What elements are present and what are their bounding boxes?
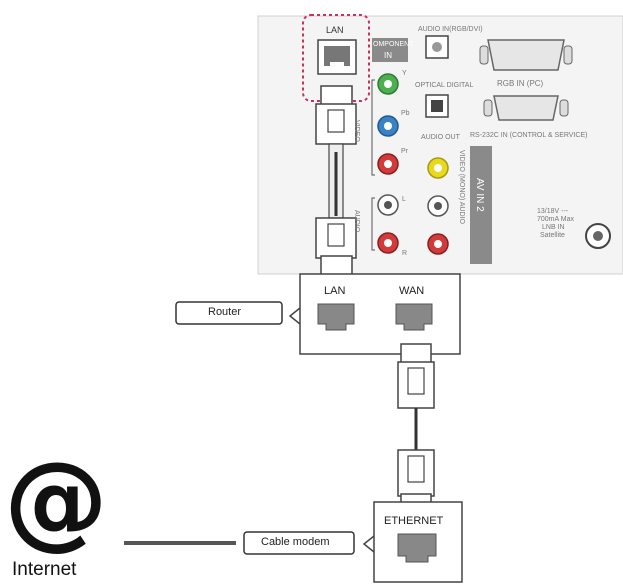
- jack-y-label: Y: [402, 70, 407, 77]
- component-in-label-bg: [372, 38, 408, 62]
- rs232c-label: RS-232C IN (CONTROL & SERVICE): [470, 132, 588, 139]
- lnb-in-label-2: 700mA Max: [537, 216, 574, 223]
- cable-modem-device: [362, 501, 463, 583]
- router-label: Router: [208, 306, 242, 318]
- optical-digital-label: OPTICAL DIGITAL: [415, 82, 474, 89]
- lnb-in-label-1: 13/18V ---: [537, 208, 569, 215]
- cable-router-to-modem: [397, 343, 435, 515]
- modem-label-box: [243, 531, 355, 555]
- rs232c-connector: [493, 95, 559, 121]
- component-audio-vertical-label: AUDIO: [353, 210, 360, 233]
- video-mono-audio-label: VIDEO (MONO) AUDIO: [458, 150, 465, 224]
- audio-out-label: AUDIO OUT: [421, 134, 460, 141]
- router-device: [288, 273, 461, 355]
- plug-tv-body: [315, 103, 357, 145]
- component-jacks: [371, 73, 399, 254]
- cable-tv-to-router: [315, 85, 357, 279]
- router-label-box: [175, 301, 283, 325]
- component-video-vertical-label: VIDEO: [353, 120, 360, 142]
- jack-r-label: R: [402, 250, 408, 257]
- router-lan-port: [317, 303, 355, 331]
- av-in-2-strip: [470, 146, 492, 264]
- av-in-2-jacks: [427, 157, 449, 255]
- router-wan-label: WAN: [399, 285, 425, 297]
- tv-lan-label: LAN: [326, 25, 344, 35]
- lnb-in-label-3: LNB IN: [542, 224, 565, 231]
- jack-l-label: L: [402, 196, 406, 203]
- component-in-label-line1: OMPONENT: [373, 41, 414, 48]
- audio-in-rgb-dvi-label: AUDIO IN(RGB/DVI): [418, 26, 483, 33]
- lnb-in-label-4: Satellite: [540, 232, 565, 239]
- plug-router-body: [315, 217, 357, 259]
- av-in-2-label: AV IN 2: [474, 178, 485, 212]
- plug-tv-top: [320, 85, 353, 107]
- lnb-in-port: [585, 223, 611, 249]
- modem-ethernet-label: ETHERNET: [384, 515, 444, 527]
- cable-modem-label: Cable modem: [261, 536, 330, 548]
- jack-pr-label: Pr: [401, 148, 408, 155]
- rgb-in-pc-label: RGB IN (PC): [497, 79, 544, 88]
- modem-ethernet-port: [397, 533, 437, 563]
- internet-label: Internet: [12, 559, 77, 580]
- component-in-label-line2: IN: [384, 51, 392, 60]
- router-lan-label: LAN: [324, 285, 346, 297]
- router-wan-port: [395, 303, 433, 331]
- audio-ports: [425, 35, 449, 118]
- jack-pb-label: Pb: [401, 110, 410, 117]
- internet-at-symbol: @: [4, 439, 108, 561]
- dsub-connectors: [479, 39, 573, 121]
- rgb-in-pc-connector: [487, 39, 565, 71]
